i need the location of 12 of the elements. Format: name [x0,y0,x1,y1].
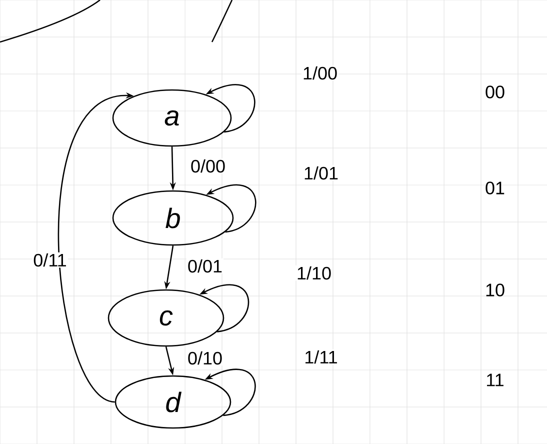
edge-label: 0/00 [191,159,225,173]
state-code: 01 [486,182,504,194]
state-code: 11 [487,374,504,386]
state-code: 00 [486,86,504,98]
edge-label: 1/11 [306,350,337,364]
edge-label: 0/01 [188,259,222,273]
state-code: 10 [486,284,504,296]
edge-label: 1/00 [304,66,337,80]
edge-label: 0/10 [188,351,222,365]
edge-label: 0/11 [34,253,66,267]
edge-label: 1/10 [298,266,331,280]
edge-label: 1/01 [304,166,338,180]
